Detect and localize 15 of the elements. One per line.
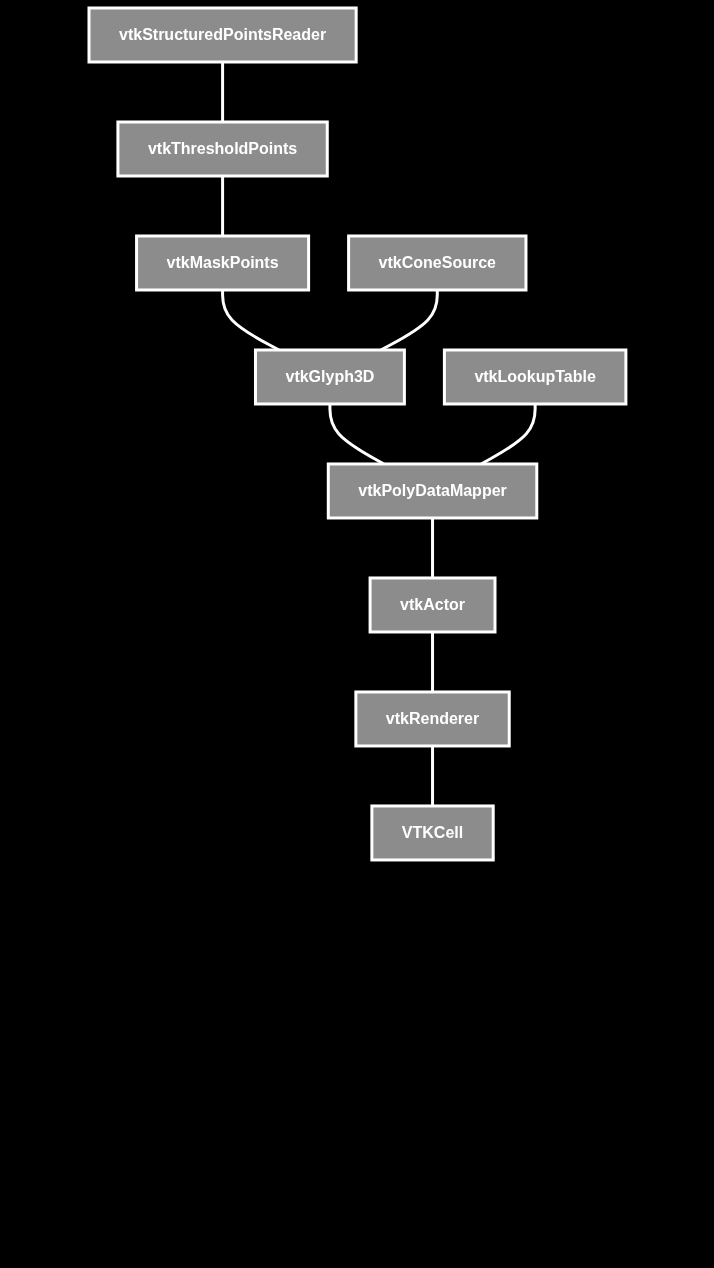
node-box: vtkRenderer	[353, 690, 511, 748]
connector	[220, 62, 224, 122]
node-box: vtkPolyDataMapper	[326, 462, 538, 520]
connector	[220, 176, 224, 236]
node-box: vtkConeSource	[346, 234, 527, 292]
node-box: vtkGlyph3D	[253, 348, 406, 406]
node-box: vtkActor	[368, 576, 497, 634]
node-box: vtkMaskPoints	[134, 234, 310, 292]
connector	[430, 745, 434, 806]
node-box: VTKCell	[369, 804, 495, 862]
node-box: vtkLookupTable	[442, 348, 627, 406]
connector	[430, 518, 434, 578]
connector	[430, 632, 434, 692]
node-box: vtkThresholdPoints	[115, 120, 329, 178]
node-box: vtkStructuredPointsReader	[87, 6, 358, 64]
